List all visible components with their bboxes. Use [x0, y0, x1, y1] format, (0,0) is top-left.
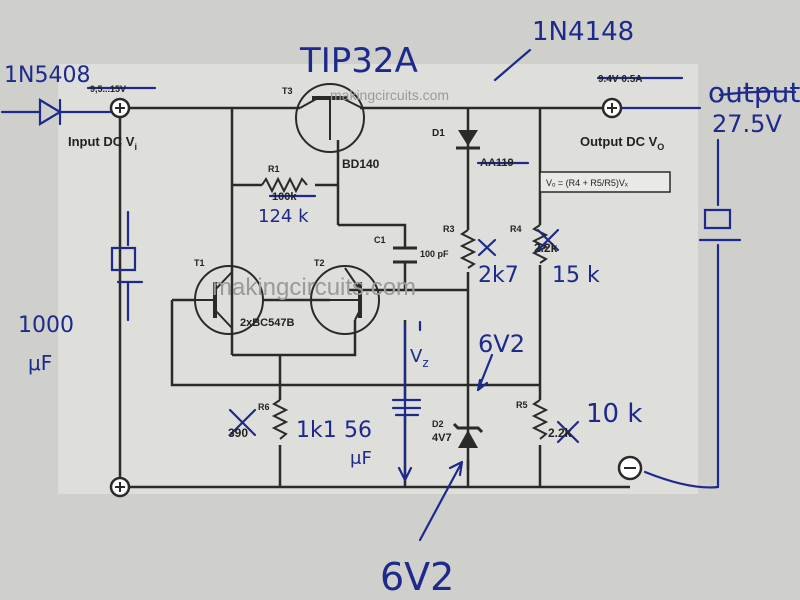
handwritten-strokes [0, 48, 797, 542]
d1-part: AA119 [480, 157, 514, 169]
hw-output: output [708, 76, 800, 109]
r1-val: 100k [272, 191, 297, 203]
transistor-t2 [310, 265, 380, 335]
t1-ref: T1 [194, 258, 205, 268]
hw-transistor: TIP32A [299, 41, 418, 81]
hw-zener: 6V2 [478, 330, 525, 358]
hw-diode-in: 1N5408 [4, 63, 90, 88]
watermark-top: makingcircuits.com [330, 87, 449, 103]
resistor-r5 [531, 399, 549, 440]
t3-ref: T3 [282, 86, 293, 96]
hw-cap-in-unit: μF [28, 351, 52, 375]
hw-r1: 124 k [258, 206, 309, 227]
hw-vz: Vz [410, 346, 429, 370]
c1-val: 100 pF [420, 249, 449, 259]
input-dc-label: Input DC Vi [68, 134, 137, 152]
hw-r4: 15 k [552, 263, 600, 288]
input-voltage-label: 9,5...15V [90, 84, 126, 94]
hw-cap-in: 1000 [18, 313, 74, 338]
printed-resistors [261, 176, 549, 440]
watermark-main: makingcircuits.com [212, 274, 416, 301]
hw-r3: 2k7 [478, 263, 519, 288]
d2-ref: D2 [432, 419, 444, 429]
c1-ref: C1 [374, 235, 386, 245]
terminal-signs [115, 103, 636, 492]
d1-ref: D1 [432, 128, 445, 139]
resistor-r6 [271, 399, 289, 440]
d2-part: 4V7 [432, 432, 452, 444]
resistor-r3 [459, 229, 477, 269]
transistor-t3 [295, 83, 365, 153]
hw-r6: 1k1 [296, 418, 337, 443]
transistor-t1 [194, 265, 264, 335]
t3-part: BD140 [342, 157, 380, 171]
capacitor-c1 [393, 246, 417, 264]
output-spec-label: 9.4V 0.5A [598, 74, 642, 85]
resistor-r4 [531, 224, 549, 264]
r3-ref: R3 [443, 224, 455, 234]
formula-text: Vₒ = (R4 + R5/R5)Vₓ [546, 178, 628, 188]
hw-c2-unit: μF [350, 448, 372, 469]
hw-output-voltage: 27.5V [712, 110, 782, 138]
r6-ref: R6 [258, 402, 270, 412]
zener-d2 [452, 422, 484, 448]
r5-ref: R5 [516, 400, 528, 410]
r4-val: 2.2k [534, 241, 558, 255]
t12-part: 2xBC547B [240, 317, 294, 329]
paper-sheet [58, 64, 698, 494]
r6-val: 390 [228, 426, 248, 440]
r1-ref: R1 [268, 164, 280, 174]
hw-c2: 56 [344, 418, 372, 443]
r4-ref: R4 [510, 224, 522, 234]
hw-zener-big: 6V2 [380, 555, 454, 599]
t2-ref: T2 [314, 258, 325, 268]
diode-d1 [456, 130, 480, 150]
formula-box [539, 171, 671, 193]
resistor-r1 [261, 176, 308, 194]
hw-diode-d1: 1N4148 [532, 17, 634, 47]
r7-val: 2.2k [548, 426, 572, 440]
output-dc-label: Output DC VO [580, 134, 664, 152]
hw-r5: 10 k [586, 399, 642, 429]
